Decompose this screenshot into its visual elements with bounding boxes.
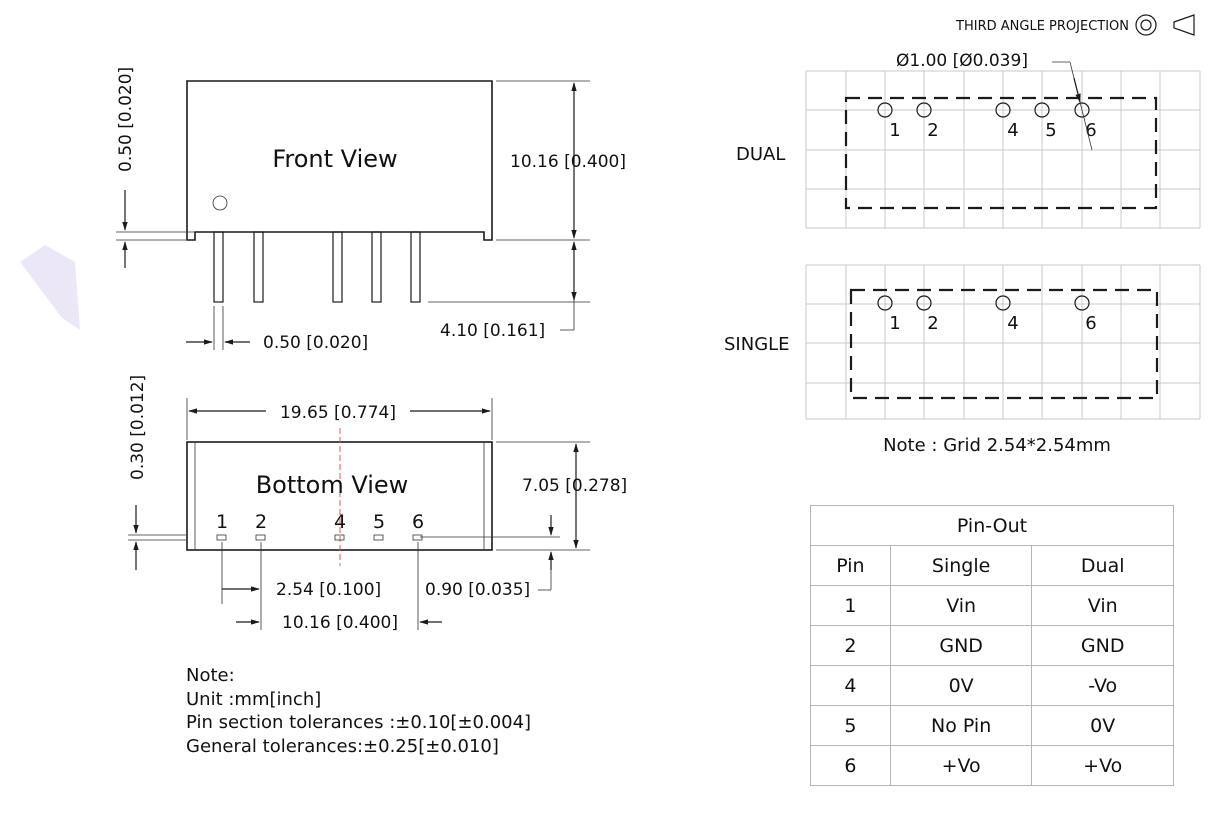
dual-pin-hole [916, 102, 932, 118]
bottom-width-dim: 19.65 [0.774] [280, 403, 396, 423]
front-pin-width-dim: 0.50 [0.020] [263, 333, 368, 353]
bottom-pin-pad [255, 534, 266, 541]
bottom-pins: 1 2 4 5 6 [216, 511, 424, 541]
single-cell: No Pin [889, 705, 1033, 746]
grid-note: Note : Grid 2.54*2.54mm [883, 435, 1111, 456]
dual-pin-label: 6 [1085, 120, 1096, 141]
single-cell: GND [889, 625, 1033, 666]
dual-cell: GND [1031, 625, 1174, 666]
dual-outline [844, 96, 1158, 210]
bottom-pin-pad [373, 534, 384, 541]
dual-cell: -Vo [1031, 665, 1174, 706]
single-pin-hole [877, 295, 893, 311]
single-pin-label: 6 [1085, 313, 1096, 334]
bottom-depth-dim: 7.05 [0.278] [522, 476, 627, 496]
pinout-header-pin: Pin [810, 545, 891, 586]
pin-cell: 6 [810, 745, 891, 786]
front-standoff-dim: 0.50 [0.020] [116, 67, 136, 172]
table-row: 1 Vin Vin [810, 585, 1174, 626]
bottom-span-dim: 10.16 [0.400] [282, 613, 398, 633]
front-view: Front View 10.16 [0.400] 4.10 [0.161] 0.… [116, 67, 626, 353]
dual-pin-hole [877, 102, 893, 118]
pinout-title: Pin-Out [810, 505, 1174, 546]
bottom-pin-pad [412, 534, 423, 541]
single-pin-label: 2 [927, 313, 938, 334]
table-row: 2 GND GND [810, 625, 1174, 666]
projection-label: THIRD ANGLE PROJECTION [955, 19, 1129, 34]
dual-label: DUAL [736, 144, 785, 165]
dual-pin-hole [1074, 102, 1090, 118]
single-label: SINGLE [724, 334, 790, 355]
dual-pin-label: 1 [889, 120, 900, 141]
front-pin [410, 231, 421, 303]
bottom-pin-label: 5 [373, 511, 385, 533]
projection-symbol: THIRD ANGLE PROJECTION [955, 14, 1195, 36]
front-pin [213, 231, 224, 303]
projection-cone-icon [1173, 14, 1195, 36]
single-grid [805, 264, 1201, 420]
dual-pin-hole [995, 102, 1011, 118]
bottom-pin-pad [216, 534, 227, 541]
hole-dim: Ø1.00 [Ø0.039] [896, 51, 1028, 71]
bottom-view: Bottom View 1 2 4 5 6 19.65 [0.774] 7.05… [128, 375, 627, 633]
front-height-dim: 10.16 [0.400] [510, 152, 626, 172]
notes-general-tolerance: General tolerances:±0.25[±0.010] [186, 735, 499, 757]
projection-circle-icon [1135, 14, 1157, 36]
front-pin-length-dim: 4.10 [0.161] [440, 321, 545, 341]
bottom-pin-label: 6 [412, 511, 424, 533]
pin-cell: 4 [810, 665, 891, 706]
dual-pin-label: 4 [1007, 120, 1018, 141]
dual-cell: 0V [1031, 705, 1174, 746]
front-pin [371, 231, 382, 303]
dual-cell: Vin [1031, 585, 1174, 626]
table-row: 6 +Vo +Vo [810, 745, 1174, 786]
front-view-title: Front View [272, 145, 397, 173]
pinout-table: Pin-Out Pin Single Dual 1 Vin Vin 2 GND … [810, 505, 1174, 786]
notes-pin-tolerance: Pin section tolerances :±0.10[±0.004] [186, 712, 532, 733]
bottom-side-dim: 0.30 [0.012] [128, 375, 148, 480]
watermark-shape [20, 245, 80, 330]
dual-cell: +Vo [1031, 745, 1174, 786]
table-row: 4 0V -Vo [810, 665, 1174, 706]
bottom-pin-pad [334, 534, 345, 541]
front-pin [253, 231, 264, 303]
dual-pin-label: 2 [927, 120, 938, 141]
single-cell: 0V [889, 665, 1033, 706]
notes-unit: Unit :mm[inch] [186, 688, 322, 710]
bottom-view-body [186, 441, 493, 551]
notes-block: Note: Unit :mm[inch] Pin section toleran… [186, 664, 531, 758]
single-footprint: 1 2 4 6 SINGLE Note : Grid 2.54*2.54mm [724, 264, 1201, 456]
bottom-pin-label: 1 [216, 511, 228, 533]
dual-pin-hole [1034, 102, 1050, 118]
bottom-view-title: Bottom View [256, 471, 409, 499]
orientation-dot [212, 195, 228, 211]
bottom-pin-label: 2 [255, 511, 267, 533]
bottom-pitch-dim: 2.54 [0.100] [276, 580, 381, 600]
projection-inner-circle-icon [1140, 19, 1152, 31]
single-pin-hole [916, 295, 932, 311]
front-pins [213, 231, 421, 303]
single-pin-hole [1074, 295, 1090, 311]
single-cell: +Vo [889, 745, 1033, 786]
dual-grid [805, 70, 1201, 229]
pinout-header-single: Single [889, 545, 1033, 586]
pin-cell: 2 [810, 625, 891, 666]
single-pin-label: 4 [1007, 313, 1018, 334]
pin-cell: 1 [810, 585, 891, 626]
dual-footprint: 1 2 4 5 6 Ø1.00 [Ø0.039] DUAL [736, 51, 1201, 229]
single-pin-hole [995, 295, 1011, 311]
single-cell: Vin [889, 585, 1033, 626]
pin-cell: 5 [810, 705, 891, 746]
notes-heading: Note: [186, 665, 235, 686]
dual-pin-label: 5 [1045, 120, 1056, 141]
single-outline [849, 288, 1159, 400]
bottom-pin-label: 4 [334, 511, 346, 533]
front-view-body [186, 80, 493, 241]
pinout-header-dual: Dual [1031, 545, 1174, 586]
single-pin-label: 1 [889, 313, 900, 334]
table-row: 5 No Pin 0V [810, 705, 1174, 746]
bottom-row-offset-dim: 0.90 [0.035] [425, 580, 530, 600]
front-pin [332, 231, 343, 303]
